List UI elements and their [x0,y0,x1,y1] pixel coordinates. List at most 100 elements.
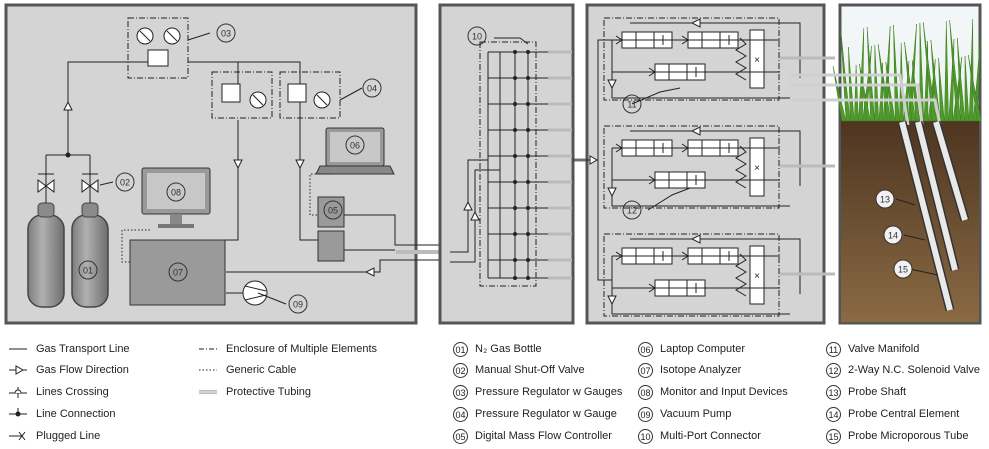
manifold-line [611,40,790,99]
callout-05: 05 [323,200,343,220]
flow-arrow [63,100,73,111]
flow-arrow [607,187,617,198]
legend-number-badge: 03 [453,384,468,400]
legend-number-badge: 07 [638,362,653,378]
flow-arrow [690,126,701,136]
pressure-regulator-gauges [127,17,189,79]
legend-number-badge: 10 [638,428,653,444]
legend-item-14: 14 Probe Central Element [826,406,959,422]
probe-1 [897,120,955,312]
legend-number-badge: 13 [826,384,841,400]
legend-enclosure: Enclosure of Multiple Elements [198,341,377,357]
callout-02: 02 [115,172,135,192]
pressure-regulator-gauge-1 [211,71,273,119]
callout-number: 07 [173,268,183,278]
legend-number-badge: 02 [453,362,468,378]
legend-item-label: Vacuum Pump [660,408,732,420]
grass-blade [957,37,966,122]
legend-item-01: 01 N₂ Gas Bottle [453,341,542,357]
grass-blade [832,65,847,122]
legend-number-badge: 05 [453,428,468,444]
legend-label: Lines Crossing [36,386,109,398]
flow-arrow [690,18,701,28]
pressure-regulator-gauge-2 [279,71,341,119]
legend-item-label: Monitor and Input Devices [660,386,788,398]
callout-01: 01 [78,260,98,280]
manifold-line [611,256,790,315]
flow-arrow [233,159,243,170]
callout-number: 06 [350,141,360,151]
legend-plugged-line: Plugged Line [8,428,100,444]
legend-item-label: Probe Shaft [848,386,907,398]
check-element [749,137,765,197]
generic-cable [121,229,150,263]
legend-item-08: 08 Monitor and Input Devices [638,384,788,400]
mass-flow-controller-2 [317,230,345,262]
manifold-line [611,148,790,207]
legend-item-label: N₂ Gas Bottle [475,343,542,355]
legend-number-badge: 12 [826,362,841,378]
grass-blade [877,43,892,122]
flow-arrow [463,200,473,211]
manifold-feed [573,39,612,161]
legend-label: Enclosure of Multiple Elements [226,343,378,355]
legend-number-badge: 14 [826,406,841,422]
legend-number-badge: 06 [638,341,653,357]
grass-blade [949,19,962,122]
callout-number: 11 [627,100,636,110]
spring [735,37,747,81]
callout-15: 15 [893,259,913,279]
legend-gas-flow-direction: Gas Flow Direction [8,362,129,378]
callout-06: 06 [345,135,365,155]
legend-number-badge: 08 [638,384,653,400]
plug-mark: × [754,271,760,282]
callout-10: 10 [467,26,487,46]
legend-label: Generic Cable [226,364,297,376]
callout-11: 11 [622,94,642,114]
gas-bottle-1 [27,202,65,308]
valve-manifold-3: × [603,233,835,317]
grass-blade [938,57,945,122]
plug-mark: × [754,55,760,66]
manifold-enclosure [603,125,780,209]
legend-item-label: Manual Shut-Off Valve [475,364,585,376]
manifold-line [630,22,801,78]
solid-line-icon [9,348,27,350]
probe-tubing [790,73,942,126]
legend-item-label: Probe Central Element [848,408,960,420]
callout-number: 09 [293,300,303,310]
probe-2 [913,120,960,272]
legend-label: Gas Transport Line [36,343,130,355]
legend-protective-tubing: Protective Tubing [198,384,311,400]
grass-blade [885,61,896,122]
flow-arrow-icon [9,365,27,375]
laptop-icon [315,127,395,175]
connection-dot [65,152,71,158]
valve-manifold-2: × [603,125,835,209]
legend-number-badge: 15 [826,428,841,444]
dotted-line-icon [199,369,217,371]
legend-number-badge: 09 [638,406,653,422]
flow-arrow [607,79,617,90]
callout-number: 10 [472,32,482,42]
legend-generic-cable: Generic Cable [198,362,296,378]
legend-item-13: 13 Probe Shaft [826,384,906,400]
grass-blade [848,46,855,122]
grass-blade [854,64,859,122]
callout-03: 03 [216,23,236,43]
callout-12: 12 [622,200,642,220]
callout-number: 05 [328,206,338,216]
legend-number-badge: 01 [453,341,468,357]
manifold-enclosure [603,233,780,317]
panel-multiport [438,3,575,325]
legend-item-label: Probe Microporous Tube [848,430,969,442]
check-element [749,245,765,305]
grass-blade [968,54,982,122]
multi-port-connector [479,41,537,287]
grass-blade [911,59,921,122]
